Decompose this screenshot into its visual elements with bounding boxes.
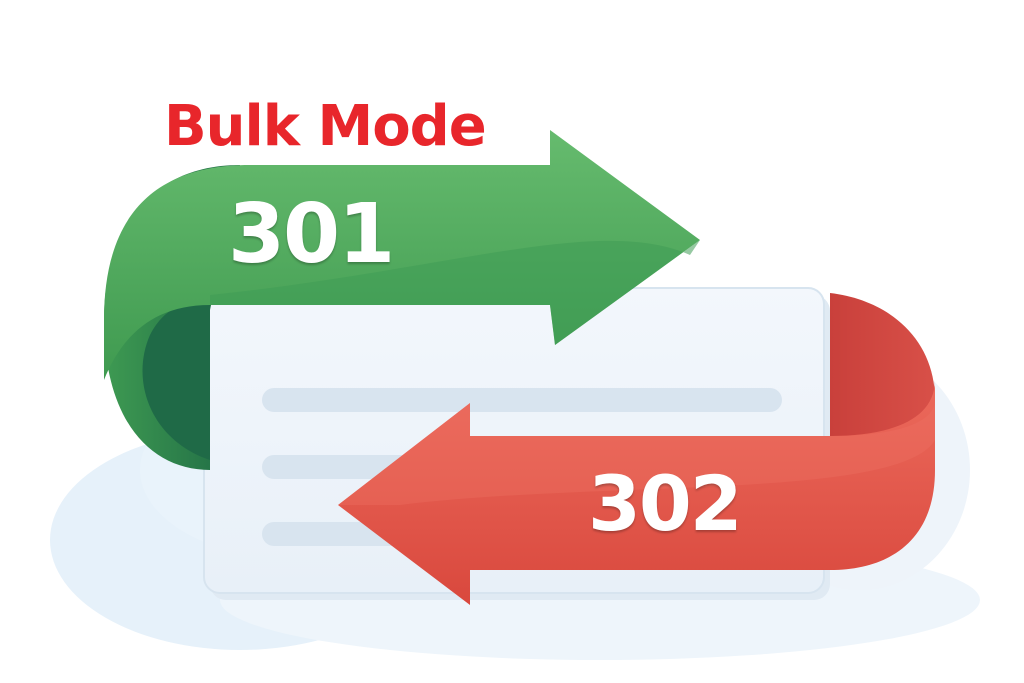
red-arrow-icon [338, 293, 935, 605]
redirect-code-302: 302 [588, 459, 743, 548]
mode-title: Bulk Mode [164, 94, 487, 159]
redirect-code-301: 301 [228, 187, 395, 282]
green-arrow-icon [104, 130, 700, 470]
title-background [152, 96, 550, 160]
